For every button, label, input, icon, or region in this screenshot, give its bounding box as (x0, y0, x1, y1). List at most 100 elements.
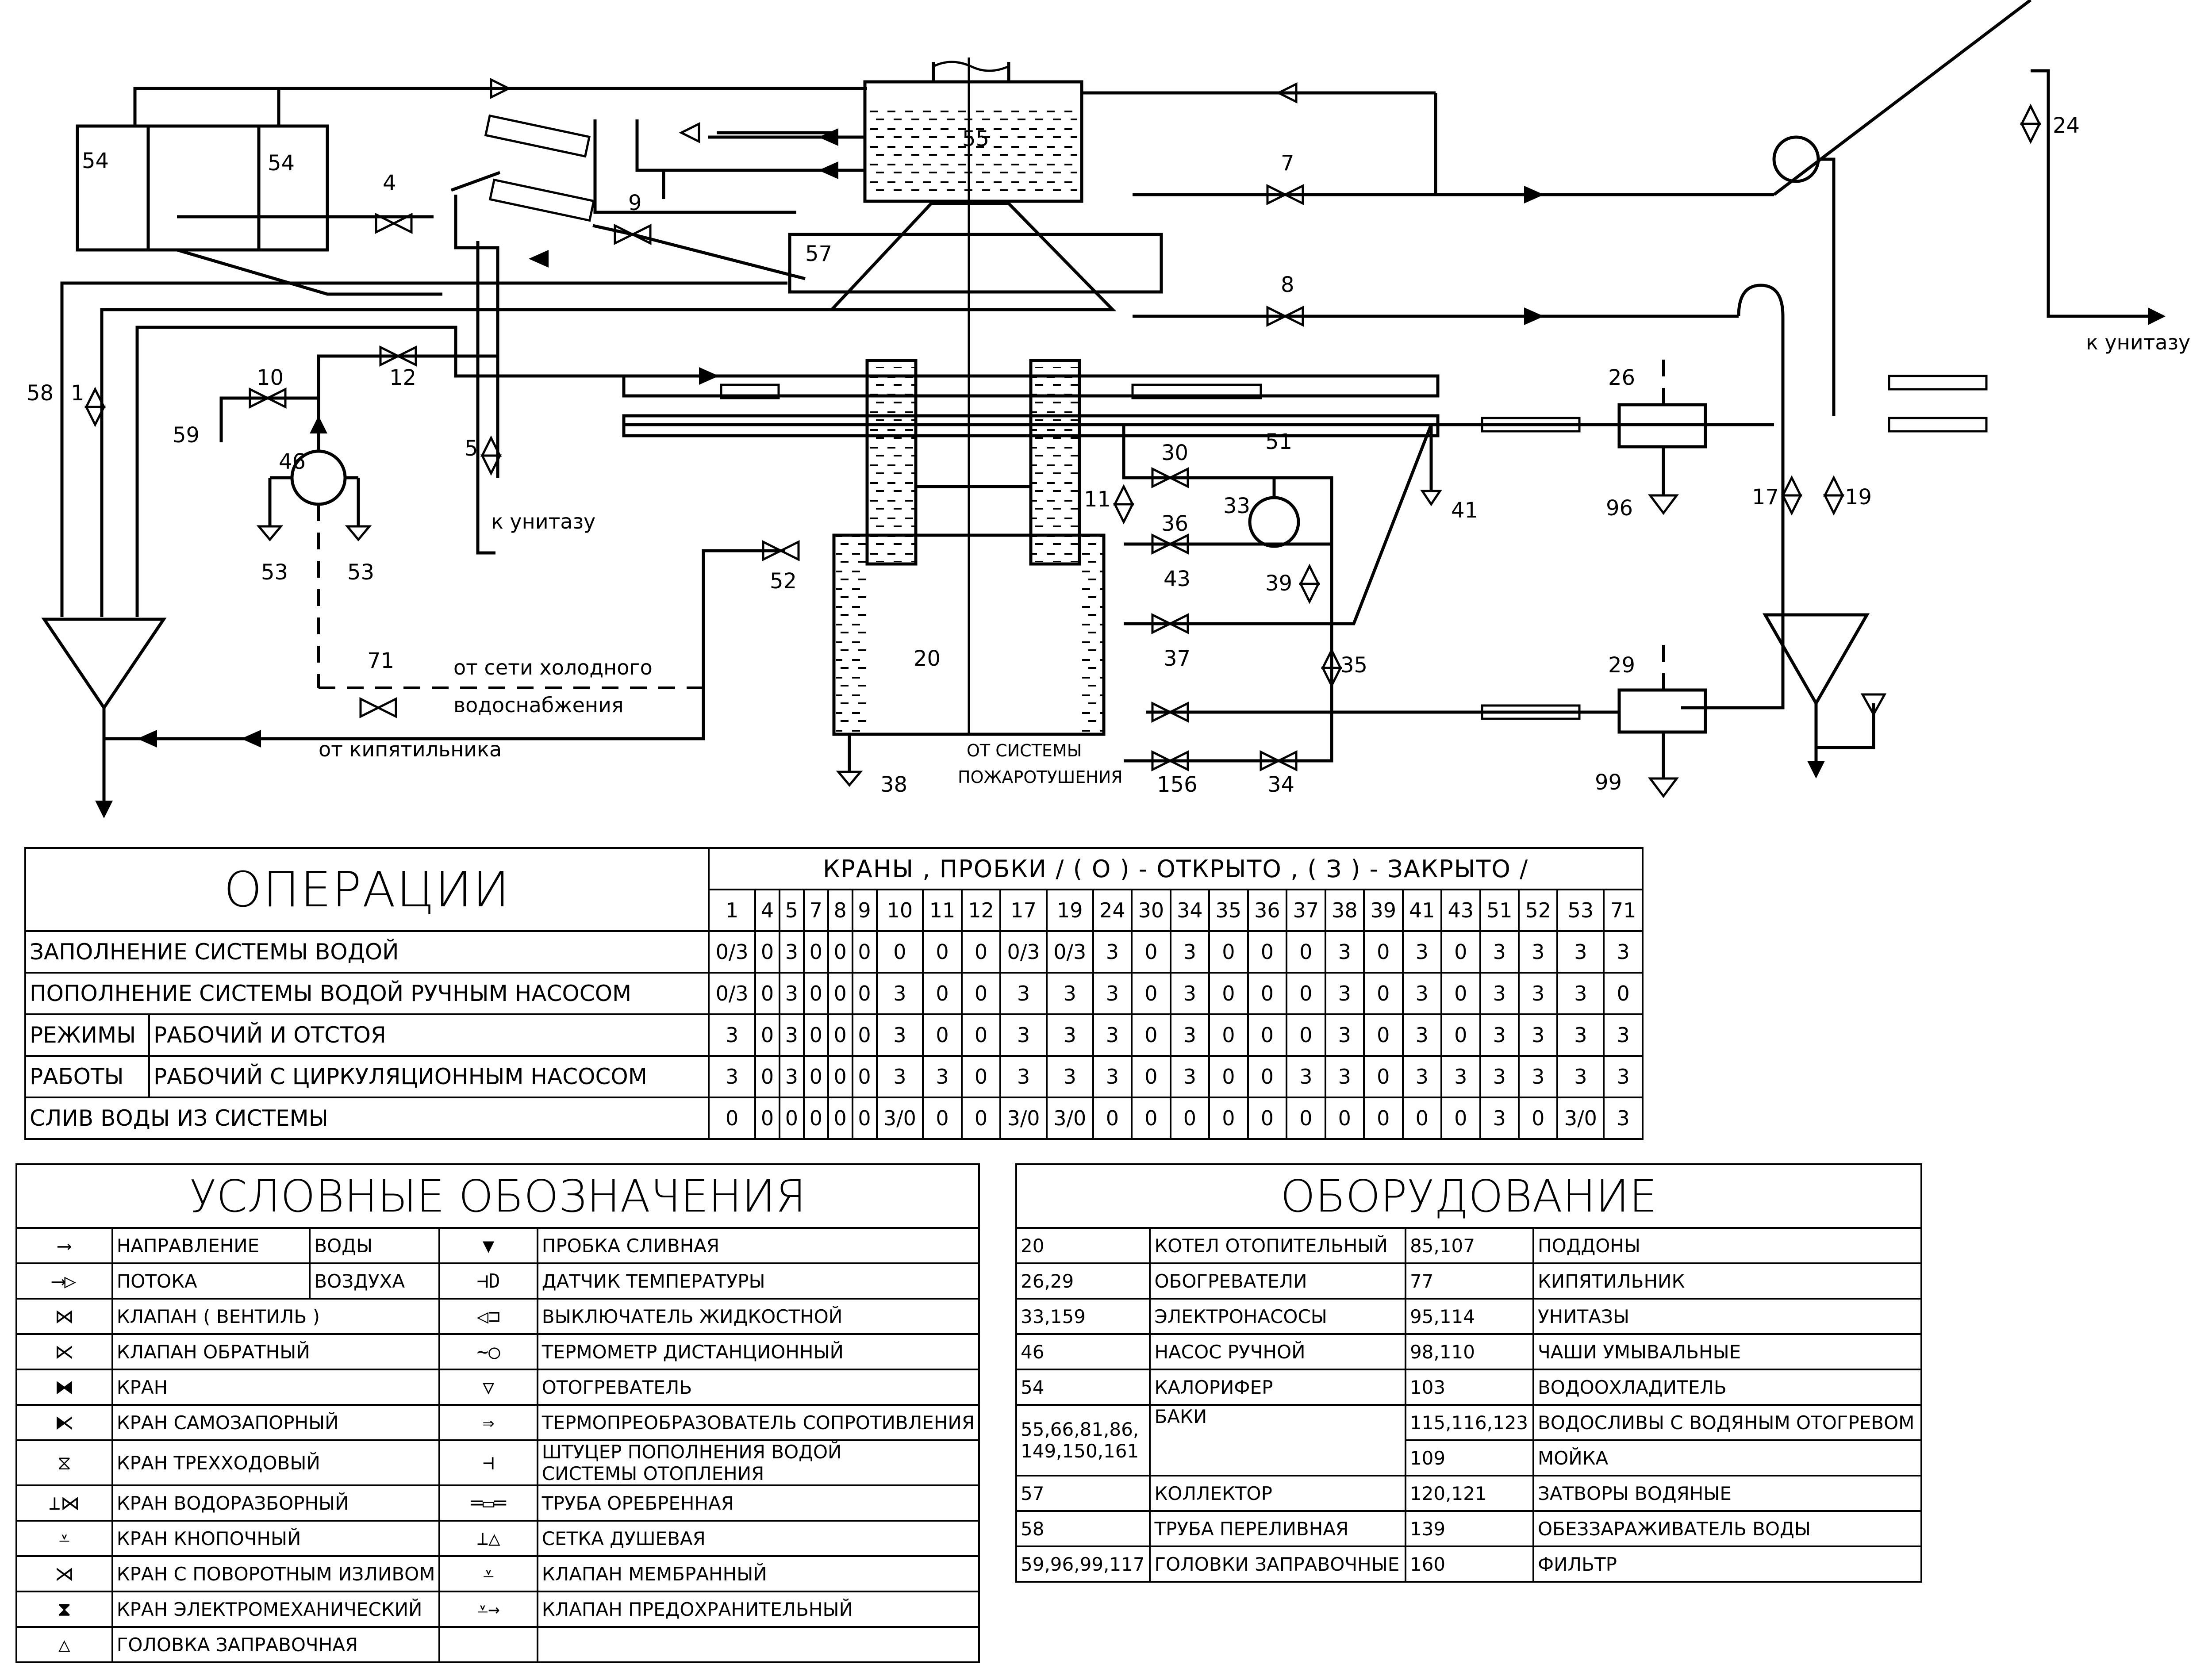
valve-state-cell: 0/3 (708, 930, 757, 974)
operation-name: ЗАПОЛНЕНИЕ СИСТЕМЫ ВОДОЙ (24, 930, 710, 974)
valve-state-cell: 3 (1045, 1013, 1094, 1057)
valve-state-cell: 0 (827, 972, 853, 1015)
legend-symbol-icon: ⧔ (15, 1404, 113, 1441)
valve-state-cell: 0 (1286, 1013, 1326, 1057)
label-46: 46 (279, 449, 306, 474)
valve-state-cell: 0 (1440, 1097, 1481, 1140)
valve-state-cell: 3 (778, 972, 805, 1015)
valve-column-header: 24 (1092, 889, 1133, 932)
modes-label: РЕЖИМЫ (24, 1013, 150, 1057)
legend-label: КРАН КНОПОЧНЫЙ (111, 1520, 441, 1557)
valve-state-cell: 0 (1092, 1097, 1133, 1140)
equipment-name: ФИЛЬТР (1532, 1545, 1923, 1583)
legend-label: СЕТКА ДУШЕВАЯ (536, 1520, 980, 1557)
valve-state-cell: 0/3 (999, 930, 1048, 974)
valve-state-cell: 0 (960, 972, 1002, 1015)
equipment-code: 33,159 (1015, 1298, 1151, 1335)
valve-state-cell: 0 (960, 1097, 1002, 1140)
legend-symbol-icon: ⩡ (15, 1520, 113, 1557)
legend-table: УСЛОВНЫЕ ОБОЗНАЧЕНИЯ ⟶ НАПРАВЛЕНИЕ ВОДЫ … (15, 1163, 980, 1663)
label-33: 33 (1223, 494, 1250, 518)
valve-column-header: 34 (1169, 889, 1210, 932)
valve-state-cell: 3 (1479, 1097, 1520, 1140)
valve-state-cell: 3 (876, 1013, 924, 1057)
air-arrow (490, 77, 511, 100)
valve-state-cell: 0 (827, 1055, 853, 1098)
valve-state-cell: 0 (922, 930, 963, 974)
equipment-code: 115,116,123 (1404, 1404, 1534, 1441)
label-34: 34 (1267, 772, 1294, 797)
valve-state-cell: 3 (1479, 930, 1520, 974)
valve-state-cell: 3 (1603, 930, 1644, 974)
valve-column-header: 53 (1556, 889, 1605, 932)
valve-state-cell: 0/3 (708, 972, 757, 1015)
label-5: 5 (465, 436, 478, 461)
text-fire-1: ОТ СИСТЕМЫ (967, 741, 1082, 760)
legend-row: ⧖КРАН ТРЕХХОДОВЫЙ⊣ШТУЦЕР ПОПОЛНЕНИЯ ВОДО… (15, 1439, 980, 1486)
valve-state-cell: 0 (1363, 972, 1404, 1015)
legend-label-line: ШТУЦЕР ПОПОЛНЕНИЯ ВОДОЙ (541, 1441, 842, 1463)
valve-state-cell: 0 (1247, 1097, 1288, 1140)
valve-column-header: 1 (708, 889, 757, 932)
legend-symbol-icon: ═▭═ (438, 1484, 538, 1522)
valve-column-header: 37 (1286, 889, 1326, 932)
valve-state-cell: 3 (1045, 1055, 1094, 1098)
valve-state-cell: 3 (708, 1013, 757, 1057)
operations-row: РАБОТЫ РАБОЧИЙ С ЦИРКУЛЯЦИОННЫМ НАСОСОМ … (24, 1055, 1644, 1098)
valve-state-cell: 3 (1286, 1055, 1326, 1098)
valve-state-cell: 3 (1603, 1055, 1644, 1098)
valve-state-cell: 3 (1517, 972, 1559, 1015)
label-4: 4 (383, 171, 396, 196)
tank-55 (863, 80, 1083, 203)
valve-state-cell: 3 (1479, 1013, 1520, 1057)
valve-state-cell: 3 (1169, 1013, 1210, 1057)
legend-label: КРАН С ПОВОРОТНЫМ ИЗЛИВОМ (111, 1555, 441, 1592)
text-to-toilet-2: к унитазу (2086, 330, 2190, 354)
valve-state-cell: 0 (1208, 930, 1249, 974)
valve-state-cell: 0 (1169, 1097, 1210, 1140)
valve-state-cell: 3 (1556, 972, 1605, 1015)
valve-state-cell: 3 (1169, 930, 1210, 974)
valve-state-cell: 3 (1045, 972, 1094, 1015)
equipment-name: УНИТАЗЫ (1532, 1298, 1923, 1335)
equipment-name: КОТЕЛ ОТОПИТЕЛЬНЫЙ (1149, 1227, 1406, 1264)
valve-state-cell: 3 (1517, 1013, 1559, 1057)
equipment-name: КИПЯТИЛЬНИК (1532, 1262, 1923, 1300)
valve-state-cell: 0 (708, 1097, 757, 1140)
operation-name: РАБОЧИЙ С ЦИРКУЛЯЦИОННЫМ НАСОСОМ (148, 1055, 710, 1098)
valve-column-header: 30 (1131, 889, 1171, 932)
label-43: 43 (1164, 567, 1190, 591)
valve-state-cell: 0/3 (1045, 930, 1094, 974)
legend-row: ⩡КРАН КНОПОЧНЫЙ⊥△СЕТКА ДУШЕВАЯ (15, 1520, 980, 1557)
legend-symbol-icon: ◁⊐ (438, 1298, 538, 1335)
valve-state-cell: 0 (1363, 1055, 1404, 1098)
label-7: 7 (1281, 151, 1294, 176)
legend-label: ТЕРМОМЕТР ДИСТАНЦИОННЫЙ (536, 1333, 980, 1370)
heater-29 (1617, 688, 1707, 734)
valve-state-cell: 0 (1517, 1097, 1559, 1140)
pump-33 (1248, 496, 1300, 548)
valve-state-cell: 0 (1247, 972, 1288, 1015)
equipment-name: ВОДОСЛИВЫ С ВОДЯНЫМ ОТОГРЕВОМ (1532, 1404, 1923, 1441)
valve-state-cell: 3 (1402, 930, 1443, 974)
valve-state-cell: 3 (1556, 1013, 1605, 1057)
valve-state-cell: 3 (778, 1055, 805, 1098)
label-35: 35 (1340, 653, 1367, 678)
valve-state-cell: 3 (876, 1055, 924, 1098)
valve-column-header: 8 (827, 889, 853, 932)
valve-state-cell: 0 (851, 1013, 878, 1057)
valve-state-cell: 0 (1286, 1097, 1326, 1140)
valve-state-cell: 0 (1363, 1013, 1404, 1057)
valve-state-cell: 3 (1603, 1097, 1644, 1140)
legend-label: ДАТЧИК ТЕМПЕРАТУРЫ (536, 1262, 980, 1300)
equipment-code: 160 (1404, 1545, 1534, 1583)
equipment-code-line: 149,150,161 (1021, 1440, 1139, 1462)
valve-state-cell: 3 (1440, 1055, 1481, 1098)
valve-state-cell: 0 (1286, 972, 1326, 1015)
